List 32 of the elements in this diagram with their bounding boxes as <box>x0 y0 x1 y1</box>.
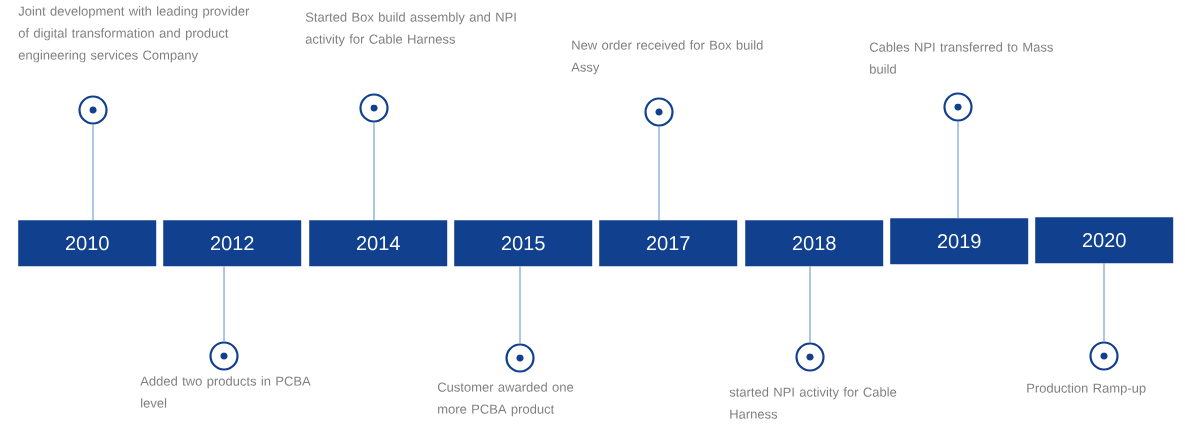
year-box: 2020 <box>1035 217 1174 264</box>
marker-circle <box>795 342 825 372</box>
marker-circle <box>1089 341 1119 371</box>
year-box: 2018 <box>745 220 884 267</box>
marker-circle <box>505 343 535 373</box>
marker-circle <box>644 97 674 127</box>
connector-line <box>957 121 959 219</box>
event-text: New order received for Box build Assy <box>571 40 763 75</box>
connector-line <box>519 265 521 344</box>
event-text: started NPI activity for Cable Harness <box>729 387 897 419</box>
event-text: Added two products in PCBA level <box>140 376 311 408</box>
connector-line <box>92 124 94 221</box>
connector-line <box>373 122 375 221</box>
connector-line <box>1103 262 1105 342</box>
event-text: Cables NPI transferred to Mass build <box>869 42 1053 74</box>
event-text: Joint development with leading provider of digital transformation and product engineering services Company <box>18 6 250 63</box>
year-box: 2014 <box>309 220 448 267</box>
year-box: 2017 <box>599 220 738 267</box>
marker-circle <box>78 95 108 125</box>
connector-line <box>658 126 660 221</box>
event-text: Customer awarded one more PCBA product <box>437 382 574 417</box>
connector-line <box>223 265 225 342</box>
year-box: 2015 <box>454 220 593 267</box>
year-box: 2010 <box>18 220 157 267</box>
event-text: Started Box build assembly and NPI activity for Cable Harness <box>305 12 516 47</box>
event-text: Production Ramp-up <box>1027 383 1146 396</box>
marker-circle <box>359 93 389 123</box>
marker-circle <box>943 92 973 122</box>
year-box: 2012 <box>163 220 302 267</box>
year-box: 2019 <box>890 218 1029 265</box>
marker-circle <box>209 341 239 371</box>
connector-line <box>809 265 811 343</box>
